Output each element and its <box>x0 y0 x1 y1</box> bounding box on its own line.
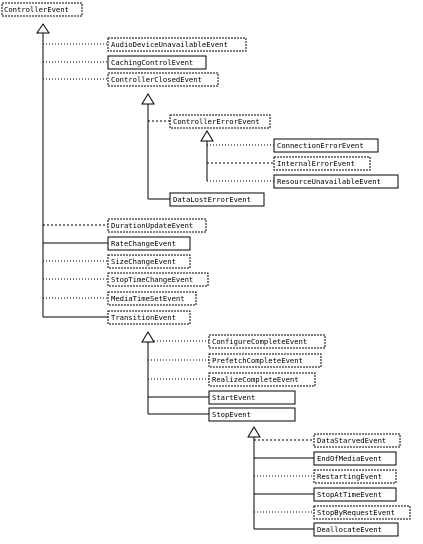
class-box-audio-device-unavailable-event[interactable]: AudioDeviceUnavailableEvent <box>107 37 247 52</box>
class-box-restarting-event[interactable]: RestartingEvent <box>313 469 397 484</box>
class-box-data-lost-error-event[interactable]: DataLostErrorEvent <box>169 192 265 207</box>
class-box-stop-at-time-event[interactable]: StopAtTimeEvent <box>313 487 397 502</box>
class-name: CachingControlEvent <box>111 58 193 67</box>
class-box-start-event[interactable]: StartEvent <box>208 390 296 405</box>
class-name: SizeChangeEvent <box>111 257 176 266</box>
class-name: DataStarvedEvent <box>317 436 386 445</box>
inheritance-arrow-icon <box>247 426 261 438</box>
inheritance-arrow-icon <box>36 23 50 34</box>
class-name: ConnectionErrorEvent <box>277 141 364 150</box>
class-box-prefetch-complete-event[interactable]: PrefetchCompleteEvent <box>208 353 322 368</box>
class-name: ControllerErrorEvent <box>173 117 260 126</box>
class-box-controller-error-event[interactable]: ControllerErrorEvent <box>169 114 271 129</box>
class-name: StartEvent <box>212 393 255 402</box>
class-name: ControllerClosedEvent <box>111 75 202 84</box>
class-name: DataLostErrorEvent <box>173 195 251 204</box>
class-box-transition-event[interactable]: TransitionEvent <box>107 310 191 325</box>
class-name: StopAtTimeEvent <box>317 490 382 499</box>
class-box-stop-time-change-event[interactable]: StopTimeChangeEvent <box>107 272 209 287</box>
class-box-resource-unavailable-event[interactable]: ResourceUnavailableEvent <box>273 174 399 189</box>
class-box-connection-error-event[interactable]: ConnectionErrorEvent <box>273 138 379 153</box>
class-box-stop-event[interactable]: StopEvent <box>208 407 296 422</box>
class-name: DeallocateEvent <box>317 525 382 534</box>
class-box-caching-control-event[interactable]: CachingControlEvent <box>107 55 207 70</box>
class-name: ConfigureCompleteEvent <box>212 337 307 346</box>
class-box-duration-update-event[interactable]: DurationUpdateEvent <box>107 218 207 233</box>
class-name: ControllerEvent <box>4 5 69 14</box>
class-box-data-starved-event[interactable]: DataStarvedEvent <box>313 433 401 448</box>
class-box-size-change-event[interactable]: SizeChangeEvent <box>107 254 191 269</box>
class-name: StopByRequestEvent <box>317 508 395 517</box>
class-box-end-of-media-event[interactable]: EndOfMediaEvent <box>313 451 397 466</box>
class-name: InternalErrorEvent <box>277 159 355 168</box>
class-box-configure-complete-event[interactable]: ConfigureCompleteEvent <box>208 334 326 349</box>
class-name: ResourceUnavailableEvent <box>277 177 381 186</box>
class-name: EndOfMediaEvent <box>317 454 382 463</box>
class-name: TransitionEvent <box>111 313 176 322</box>
class-box-controller-event[interactable]: ControllerEvent <box>1 2 83 17</box>
class-name: RealizeCompleteEvent <box>212 375 299 384</box>
class-box-rate-change-event[interactable]: RateChangeEvent <box>107 236 191 251</box>
class-box-internal-error-event[interactable]: InternalErrorEvent <box>273 156 371 171</box>
class-name: DurationUpdateEvent <box>111 221 193 230</box>
class-name: PrefetchCompleteEvent <box>212 356 303 365</box>
class-box-media-time-set-event[interactable]: MediaTimeSetEvent <box>107 291 197 306</box>
class-box-deallocate-event[interactable]: DeallocateEvent <box>313 522 399 537</box>
connectors <box>36 23 314 530</box>
class-boxes: ControllerEvent AudioDeviceUnavailableEv… <box>1 2 411 537</box>
inheritance-arrow-icon <box>200 130 214 142</box>
class-name: StopEvent <box>212 410 251 419</box>
inheritance-arrow-icon <box>141 93 155 105</box>
class-name: MediaTimeSetEvent <box>111 294 185 303</box>
class-name: StopTimeChangeEvent <box>111 275 193 284</box>
class-name: AudioDeviceUnavailableEvent <box>111 40 228 49</box>
class-name: RestartingEvent <box>317 472 382 481</box>
class-box-realize-complete-event[interactable]: RealizeCompleteEvent <box>208 372 316 387</box>
class-box-stop-by-request-event[interactable]: StopByRequestEvent <box>313 505 411 520</box>
class-name: RateChangeEvent <box>111 239 176 248</box>
class-box-controller-closed-event[interactable]: ControllerClosedEvent <box>107 72 219 87</box>
inheritance-arrow-icon <box>141 331 155 343</box>
